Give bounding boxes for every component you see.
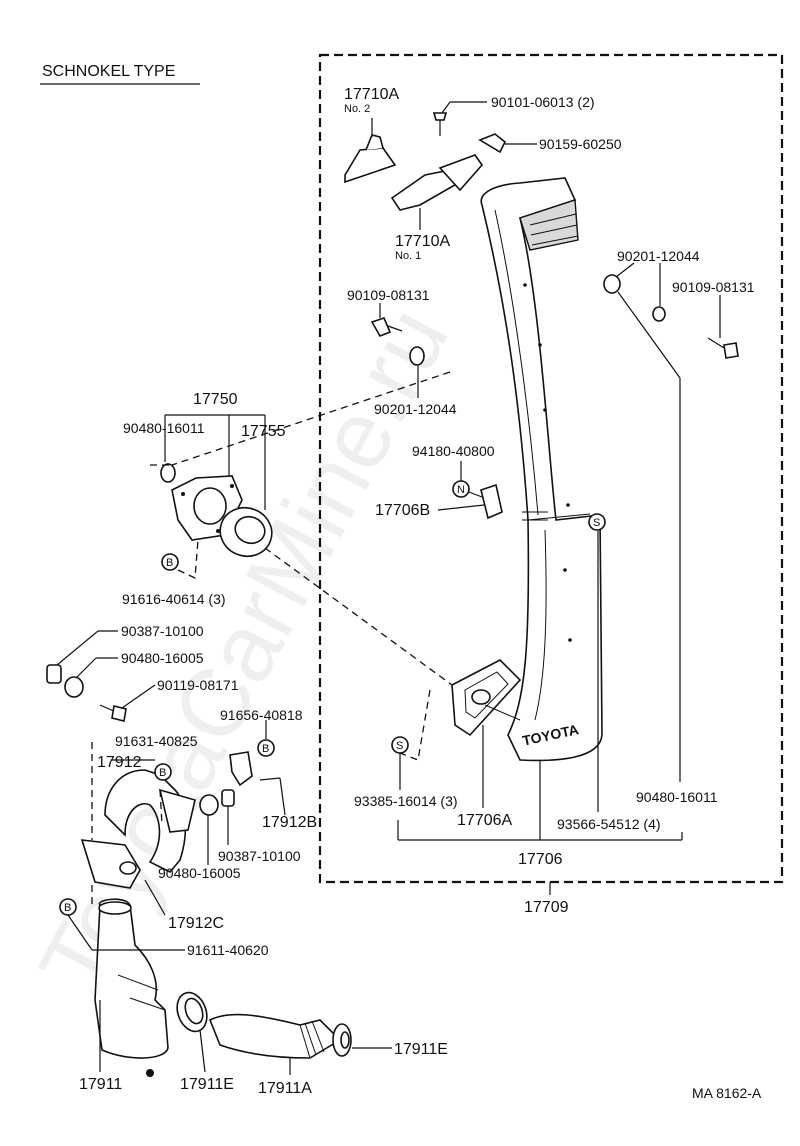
svg-text:N: N [457,484,465,496]
marker-S-1: S [588,513,606,531]
label-90119-08171: 90119-08171 [157,677,239,693]
label-17709: 17709 [524,899,569,916]
label-93566-54512: 93566-54512 (4) [557,816,661,832]
label-91616-40614: 91616-40614 (3) [122,591,226,607]
label-90387-10100-top: 90387-10100 [121,623,204,639]
label-17911E-right: 17911E [394,1041,448,1058]
figure-code: MA 8162-A [692,1085,762,1101]
label-17755: 17755 [241,423,286,440]
label-17911E-bottom: 17911E [180,1076,234,1093]
dash-bolt-to-duct [150,371,451,466]
label-17750: 17750 [193,391,238,408]
hose-clamp-17911E-right[interactable] [332,1023,352,1057]
label-17710A-no1-sub: No. 1 [395,250,421,262]
marker-S-2: S [391,736,409,754]
svg-text:B: B [262,743,269,755]
label-17710A-no2: 17710A [344,86,399,103]
label-17912B: 17912B [262,814,317,831]
marker-N: N [452,480,470,498]
label-17911A: 17911A [258,1080,312,1097]
label-90101-06013: 90101-06013 (2) [491,94,595,110]
bolt-90109-08131-left[interactable] [370,317,403,338]
grommet-90480-16005-bottom[interactable] [199,794,219,816]
label-93385-16014: 93385-16014 (3) [354,793,458,809]
bracket-17710A-no1[interactable] [390,154,484,211]
marker-B-4: B [59,898,77,916]
bolt-90101-06013[interactable] [432,112,448,136]
dash-hose [91,742,163,905]
diagram-title: SCHNOKEL TYPE [42,63,175,80]
label-90480-16011-left: 90480-16011 [123,420,205,436]
label-90201-12044-right: 90201-12044 [617,248,700,264]
washer-90201-12044-right[interactable] [652,306,666,322]
assembly-box-17709 [318,53,784,884]
grommet-90480-16005-top[interactable] [64,676,84,698]
bolt-90159-60250[interactable] [478,133,507,154]
label-17911: 17911 [79,1076,122,1093]
label-90480-16005-top: 90480-16005 [121,650,204,666]
svg-text:S: S [396,740,403,752]
label-90480-16011-right: 90480-16011 [636,789,718,805]
clip-17706B[interactable] [480,483,503,520]
collar-90387-10100-top[interactable] [46,664,62,684]
label-91631-40825: 91631-40825 [115,733,198,749]
label-90387-10100-bottom: 90387-10100 [218,848,301,864]
label-90109-08131-left: 90109-08131 [347,287,430,303]
intake-flange-17706A[interactable] [451,659,522,737]
label-17912C: 17912C [168,915,224,932]
collar-90480-16011-right[interactable] [603,274,621,294]
collar-90387-10100-bottom[interactable] [221,789,235,807]
marker-B-2: B [257,739,275,757]
marker-B-1: B [161,553,179,571]
label-90109-08131-right: 90109-08131 [672,279,755,295]
label-90159-60250: 90159-60250 [539,136,622,152]
snorkel-17706[interactable]: TOYOTA [480,177,603,762]
label-90480-16005-bottom: 90480-16005 [158,865,241,881]
svg-text:B: B [166,557,173,569]
bolt-90109-08131-right[interactable] [707,337,739,359]
label-17706: 17706 [518,851,563,868]
bracket-17912C[interactable] [80,839,141,889]
svg-text:S: S [593,517,600,529]
label-91656-40818: 91656-40818 [220,707,303,723]
collar-90480-16011-left[interactable] [160,463,176,483]
dash-duct-to-flange [264,547,453,686]
label-17706B: 17706B [375,502,430,519]
svg-text:B: B [159,767,166,779]
label-94180-40800: 94180-40800 [412,443,495,459]
label-17706A: 17706A [457,812,512,829]
washer-90201-12044-left[interactable] [409,346,425,366]
watermark: ToyotaCarMine.ru [19,291,469,1010]
label-17710A-no1: 17710A [395,233,450,250]
air-cleaner-body-17911[interactable] [94,898,169,1077]
bracket-17912B[interactable] [229,751,253,787]
label-17710A-no2-sub: No. 2 [344,103,370,115]
hose-17912[interactable] [104,769,196,873]
hose-17911A[interactable] [208,1013,342,1059]
hose-clamp-17911E-left[interactable] [172,988,212,1035]
gasket-17755[interactable] [213,501,278,564]
dash-B1 [177,539,199,579]
marker-B-3: B [154,763,172,781]
label-17912: 17912 [97,754,142,771]
leader-lines [56,101,721,1075]
svg-text:B: B [64,902,71,914]
label-91611-40620: 91611-40620 [187,942,269,958]
label-90201-12044-left: 90201-12044 [374,401,457,417]
bracket-17710A-no2[interactable] [344,134,397,184]
